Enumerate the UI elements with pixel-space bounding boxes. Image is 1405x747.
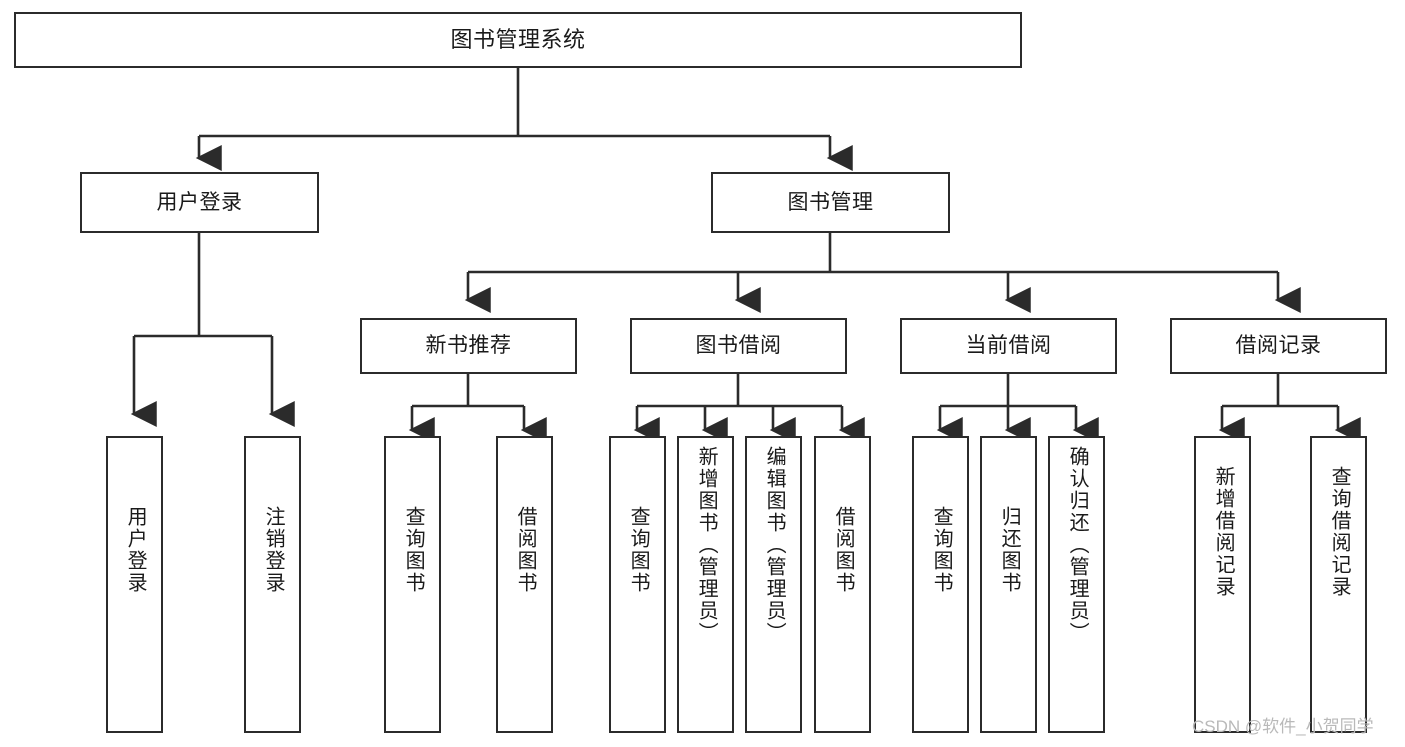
node-label: 用户登录 (124, 506, 147, 594)
node-label: 查询图书 (402, 506, 425, 594)
csdn-watermark: CSDN @软件_小贺同学 (1192, 717, 1374, 736)
node-label: 新增借阅记录 (1212, 466, 1235, 598)
node-leaf-add-borrow-record[interactable]: 新增借阅记录 (1194, 436, 1251, 733)
node-label: 借阅图书 (832, 506, 855, 594)
node-label: 编辑图书（管理员） (763, 446, 786, 644)
node-leaf-confirm-return-admin[interactable]: 确认归还（管理员） (1048, 436, 1105, 733)
node-leaf-query-book-recommend[interactable]: 查询图书 (384, 436, 441, 733)
node-label: 图书管理系统 (450, 26, 586, 52)
node-leaf-borrow-book[interactable]: 借阅图书 (814, 436, 871, 733)
node-root-system[interactable]: 图书管理系统 (14, 12, 1022, 68)
node-label: 图书管理 (787, 190, 874, 214)
node-label: 查询借阅记录 (1328, 466, 1351, 598)
node-label: 图书借阅 (695, 334, 782, 358)
node-label: 新书推荐 (425, 334, 512, 358)
node-current-borrow[interactable]: 当前借阅 (900, 318, 1117, 374)
node-leaf-add-book-admin[interactable]: 新增图书（管理员） (677, 436, 734, 733)
node-user-login[interactable]: 用户登录 (80, 172, 319, 233)
node-book-management[interactable]: 图书管理 (711, 172, 950, 233)
node-label: 查询图书 (930, 506, 953, 594)
node-leaf-logout[interactable]: 注销登录 (244, 436, 301, 733)
node-label: 查询图书 (627, 506, 650, 594)
node-label: 借阅图书 (514, 506, 537, 594)
node-new-book-recommend[interactable]: 新书推荐 (360, 318, 577, 374)
node-label: 确认归还（管理员） (1066, 446, 1089, 644)
node-leaf-query-book-borrow[interactable]: 查询图书 (609, 436, 666, 733)
node-label: 注销登录 (262, 506, 285, 594)
node-label: 用户登录 (156, 190, 243, 214)
node-label: 归还图书 (998, 506, 1021, 594)
node-leaf-edit-book-admin[interactable]: 编辑图书（管理员） (745, 436, 802, 733)
node-borrow-record[interactable]: 借阅记录 (1170, 318, 1387, 374)
node-leaf-return-book[interactable]: 归还图书 (980, 436, 1037, 733)
node-leaf-user-login[interactable]: 用户登录 (106, 436, 163, 733)
node-label: 当前借阅 (965, 334, 1052, 358)
node-leaf-borrow-book-recommend[interactable]: 借阅图书 (496, 436, 553, 733)
node-label: 新增图书（管理员） (695, 446, 718, 644)
node-label: 借阅记录 (1235, 334, 1322, 358)
node-leaf-query-book-current[interactable]: 查询图书 (912, 436, 969, 733)
node-leaf-query-borrow-record[interactable]: 查询借阅记录 (1310, 436, 1367, 733)
node-book-borrow[interactable]: 图书借阅 (630, 318, 847, 374)
